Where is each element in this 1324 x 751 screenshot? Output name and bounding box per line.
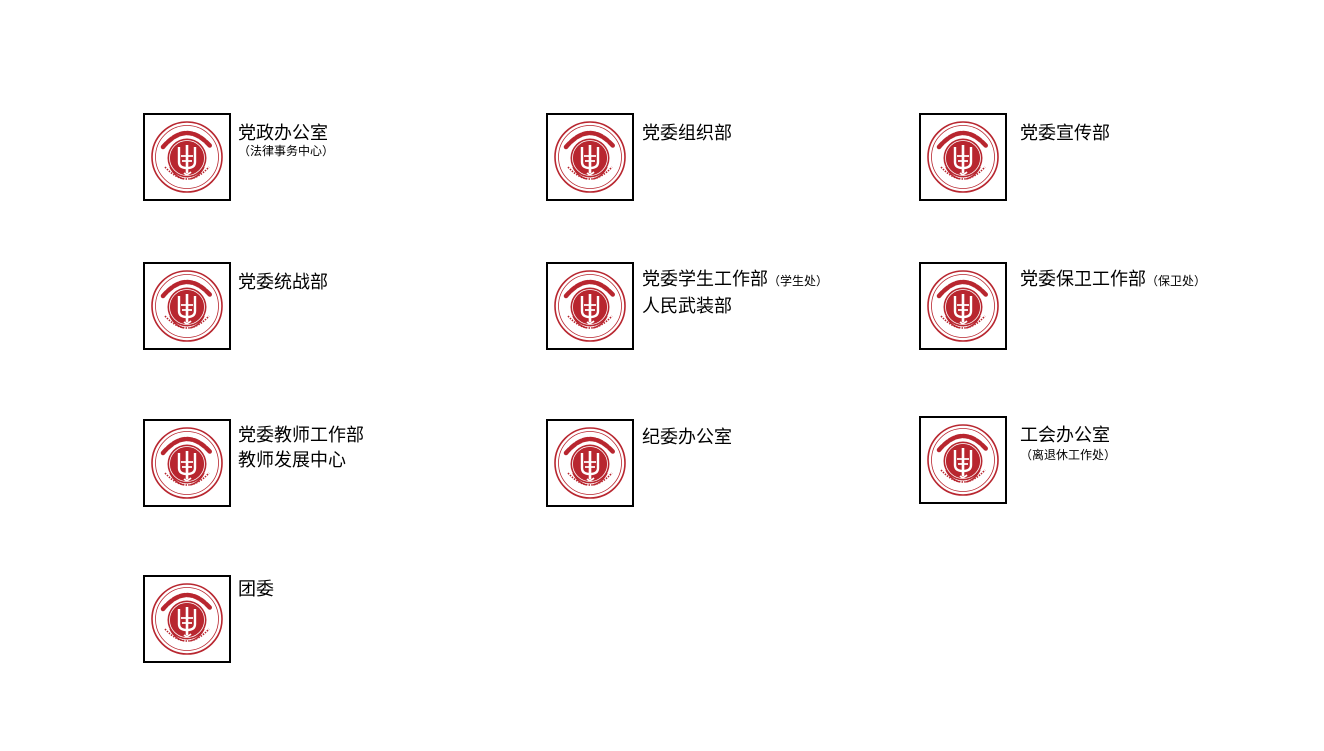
- department-name[interactable]: 党委组织部: [642, 123, 732, 144]
- department-logo: [919, 113, 1007, 201]
- college-seal-icon: [151, 427, 223, 499]
- department-logo: [919, 262, 1007, 350]
- department-logo: [546, 113, 634, 201]
- department-subtitle: （离退休工作处）: [1020, 448, 1117, 462]
- department-logo: [919, 416, 1007, 504]
- department-logo: [143, 113, 231, 201]
- college-seal-icon: [151, 583, 223, 655]
- department-name[interactable]: 党委学生工作部: [642, 269, 768, 290]
- department-name-line2[interactable]: 教师发展中心: [238, 450, 346, 471]
- department-suffix: （学生处）: [768, 274, 829, 288]
- department-subtitle: （法律事务中心）: [238, 144, 335, 158]
- department-logo: [143, 419, 231, 507]
- department-name-line2[interactable]: 人民武装部: [642, 296, 732, 317]
- department-name[interactable]: 党委教师工作部: [238, 425, 364, 446]
- college-seal-icon: [151, 270, 223, 342]
- college-seal-icon: [927, 121, 999, 193]
- college-seal-icon: [554, 270, 626, 342]
- department-logo: [143, 262, 231, 350]
- department-name[interactable]: 纪委办公室: [642, 427, 732, 448]
- department-name[interactable]: 工会办公室: [1020, 425, 1110, 446]
- department-logo: [546, 262, 634, 350]
- college-seal-icon: [927, 424, 999, 496]
- college-seal-icon: [151, 121, 223, 193]
- department-logo: [143, 575, 231, 663]
- department-suffix: （保卫处）: [1146, 274, 1207, 288]
- department-name[interactable]: 党委保卫工作部: [1020, 269, 1146, 290]
- college-seal-icon: [927, 270, 999, 342]
- college-seal-icon: [554, 121, 626, 193]
- department-name[interactable]: 党委统战部: [238, 272, 328, 293]
- department-name[interactable]: 党政办公室: [238, 123, 328, 144]
- department-name[interactable]: 党委宣传部: [1020, 123, 1110, 144]
- department-name[interactable]: 团委: [238, 579, 274, 600]
- department-logo: [546, 419, 634, 507]
- college-seal-icon: [554, 427, 626, 499]
